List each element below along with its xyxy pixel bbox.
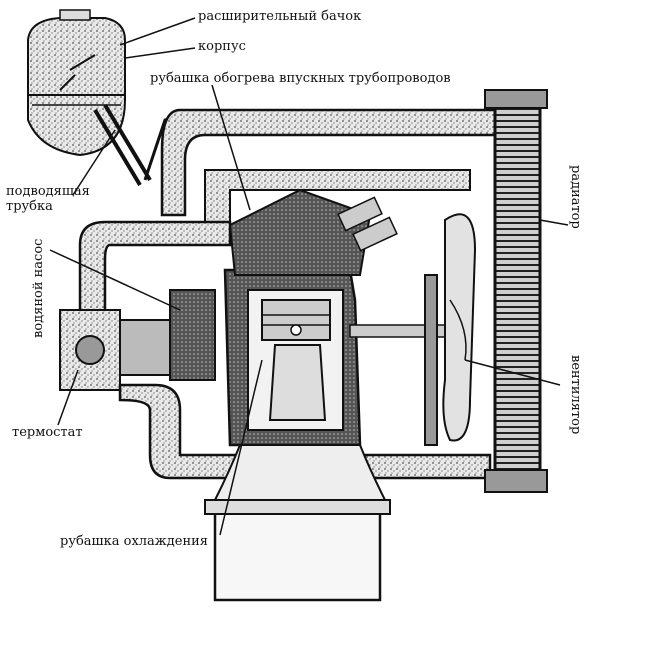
label-supply-tube-1: подводящая (6, 184, 90, 199)
cylinder-head (228, 188, 398, 276)
label-fan: вентилятор (568, 355, 583, 435)
supply-tube (93, 103, 152, 187)
label-thermostat: термостат (12, 425, 83, 440)
label-radiator: радиатор (568, 165, 583, 229)
label-supply-tube-2: трубка (6, 199, 53, 214)
radiator (484, 89, 548, 493)
oil-pan (204, 444, 391, 602)
label-intake-jacket: рубашка обогрева впускных трубопроводов (150, 71, 451, 86)
label-water-pump: водяной насос (31, 238, 46, 338)
fan (349, 213, 477, 446)
leader-lines (49, 17, 569, 536)
water-pump (59, 289, 216, 391)
label-expansion-tank: расширительный бачок (198, 9, 362, 24)
label-housing: корпус (198, 39, 246, 54)
engine-block (223, 268, 362, 447)
label-cooling-jacket: рубашка охлаждения (60, 534, 208, 549)
